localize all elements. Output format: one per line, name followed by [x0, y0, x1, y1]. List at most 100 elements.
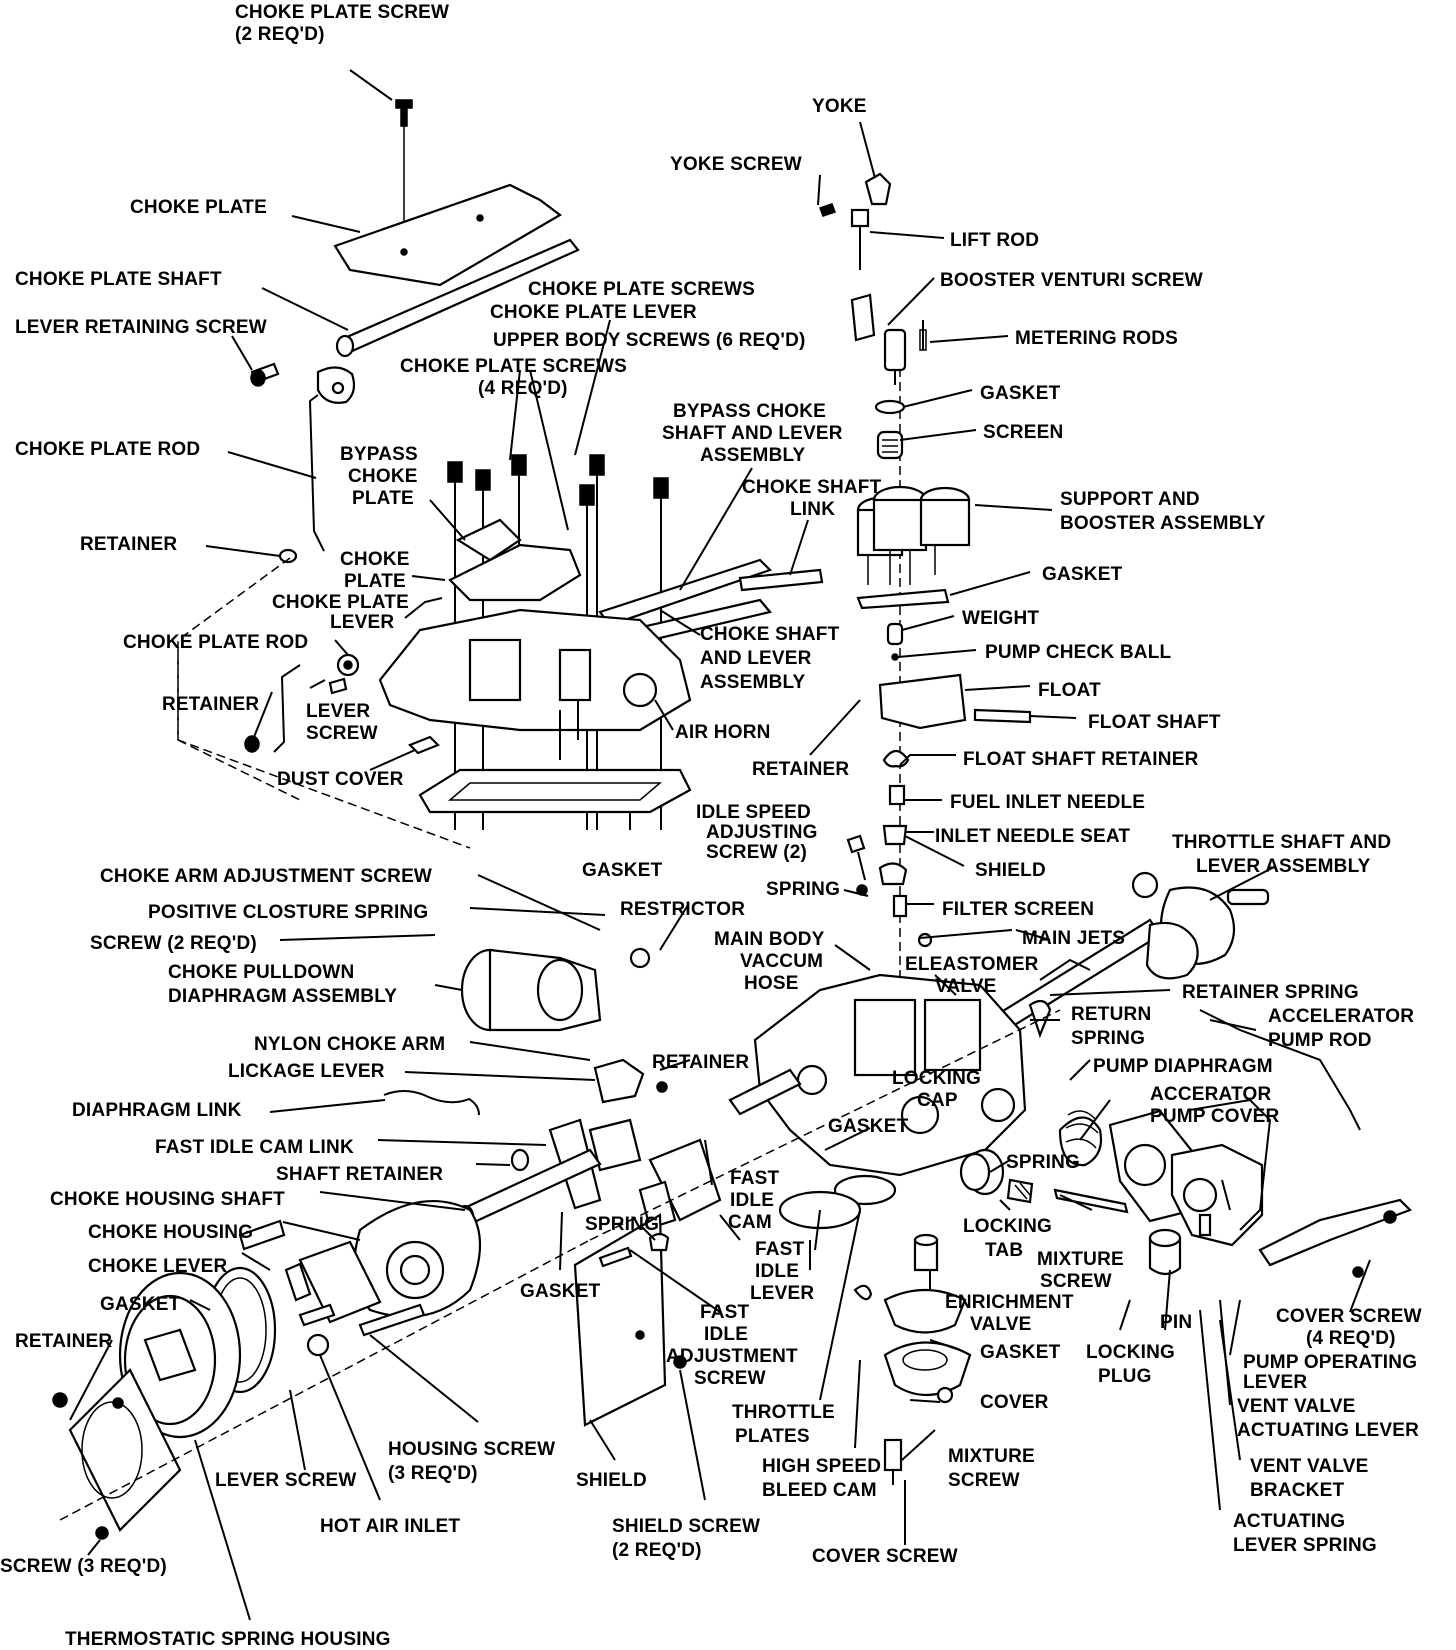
label-screen: SCREEN: [983, 422, 1063, 443]
label-weight: WEIGHT: [962, 608, 1039, 629]
artwork: [52, 99, 1412, 1540]
label-gasket-support: GASKET: [1042, 564, 1123, 585]
label-gasket-lower: GASKET: [520, 1281, 601, 1302]
label-fast-idle-cam-link: FAST IDLE CAM LINK: [155, 1137, 354, 1158]
label-shield-bottom: SHIELD: [576, 1470, 647, 1491]
main-body-part: [728, 973, 1027, 1177]
label-screw-2reqd: SCREW (2 REQ'D): [90, 933, 257, 954]
label-choke-housing: CHOKE HOUSING: [88, 1222, 253, 1243]
label-retainer-spring: RETAINER SPRING: [1182, 982, 1359, 1003]
label-yoke-screw: YOKE SCREW: [670, 154, 802, 175]
label-upper-body-screws: UPPER BODY SCREWS (6 REQ'D): [493, 330, 806, 351]
label-retainer-left: RETAINER: [15, 1331, 112, 1352]
label-thermostatic-spring-housing: THERMOSTATIC SPRING HOUSING: [65, 1629, 391, 1650]
label-choke-plate-shaft: CHOKE PLATE SHAFT: [15, 269, 222, 290]
label-cover-screw-bottom: COVER SCREW: [812, 1546, 958, 1567]
label-gasket-airhorn: GASKET: [582, 860, 663, 881]
label-gasket-body: GASKET: [828, 1116, 909, 1137]
label-lift-rod: LIFT ROD: [950, 230, 1039, 251]
choke-assembly-part: [52, 947, 722, 1540]
label-float-shaft: FLOAT SHAFT: [1088, 712, 1221, 733]
label-choke-plate-lever-top: CHOKE PLATE LEVER: [490, 302, 697, 323]
label-retainer-float: RETAINER: [752, 759, 849, 780]
leader-lines: [69, 69, 1371, 1621]
label-spring-body: SPRING: [1006, 1152, 1080, 1173]
label-pump-check-ball: PUMP CHECK BALL: [985, 642, 1172, 663]
label-pump-diaphragm: PUMP DIAPHRAGM: [1093, 1056, 1273, 1077]
label-shield-top: SHIELD: [975, 860, 1046, 881]
label-fuel-inlet-needle: FUEL INLET NEEDLE: [950, 792, 1145, 813]
label-positive-closure: POSITIVE CLOSTURE SPRING: [148, 902, 428, 923]
label-choke-housing-shaft: CHOKE HOUSING SHAFT: [50, 1189, 285, 1210]
support-booster-part: [856, 485, 971, 610]
label-lever-screw-bottom: LEVER SCREW: [215, 1470, 357, 1491]
label-filter-screen: FILTER SCREEN: [942, 899, 1094, 920]
label-dust-cover: DUST COVER: [277, 769, 404, 790]
air-horn-part: [378, 608, 692, 760]
label-yoke: YOKE: [812, 96, 867, 117]
label-choke-plate: CHOKE PLATE: [130, 197, 267, 218]
label-diaphragm-link: DIAPHRAGM LINK: [72, 1100, 242, 1121]
label-air-horn: AIR HORN: [675, 722, 771, 743]
label-nylon-choke-arm: NYLON CHOKE ARM: [254, 1034, 445, 1055]
label-gasket-left: GASKET: [100, 1294, 181, 1315]
label-float-shaft-retainer: FLOAT SHAFT RETAINER: [963, 749, 1199, 770]
label-float: FLOAT: [1038, 680, 1101, 701]
label-retainer-top: RETAINER: [80, 534, 177, 555]
label-choke-arm-adjustment: CHOKE ARM ADJUSTMENT SCREW: [100, 866, 432, 887]
label-housing-screw: HOUSING SCREW(3 REQ'D): [388, 1439, 555, 1484]
label-cover: COVER: [980, 1392, 1049, 1413]
label-retainer-mid: RETAINER: [162, 694, 259, 715]
label-inlet-needle-seat: INLET NEEDLE SEAT: [935, 826, 1130, 847]
label-cover-screw-4: COVER SCREW(4 REQ'D): [1276, 1306, 1422, 1349]
label-gasket-enrich: GASKET: [980, 1342, 1061, 1363]
label-gasket-booster: GASKET: [980, 383, 1061, 404]
label-shaft-retainer: SHAFT RETAINER: [276, 1164, 443, 1185]
label-choke-plate-screw: CHOKE PLATE SCREW(2 REQ'D): [235, 2, 449, 45]
callout-labels: CHOKE PLATE SCREW(2 REQ'D) CHOKE PLATE C…: [0, 2, 1422, 1650]
label-hot-air-inlet: HOT AIR INLET: [320, 1516, 460, 1537]
label-retainer-body: RETAINER: [652, 1052, 749, 1073]
label-spring-idle: SPRING: [766, 879, 840, 900]
label-choke-plate-rod-mid: CHOKE PLATE ROD: [123, 632, 308, 653]
label-choke-plate-screws-a: CHOKE PLATE SCREWS: [528, 279, 755, 300]
label-lever-retaining-screw: LEVER RETAINING SCREW: [15, 317, 267, 338]
label-pin: PIN: [1160, 1312, 1192, 1333]
label-screw-3reqd: SCREW (3 REQ'D): [0, 1556, 167, 1577]
label-spring-lower: SPRING: [585, 1214, 659, 1235]
label-choke-plate-rod-top: CHOKE PLATE ROD: [15, 439, 200, 460]
label-choke-plate-screws-b: CHOKE PLATE SCREWS(4 REQ'D): [400, 356, 627, 399]
label-booster-venturi-screw: BOOSTER VENTURI SCREW: [940, 270, 1203, 291]
label-choke-lever: CHOKE LEVER: [88, 1256, 228, 1277]
label-restrictor: RESTRICTOR: [620, 899, 745, 920]
